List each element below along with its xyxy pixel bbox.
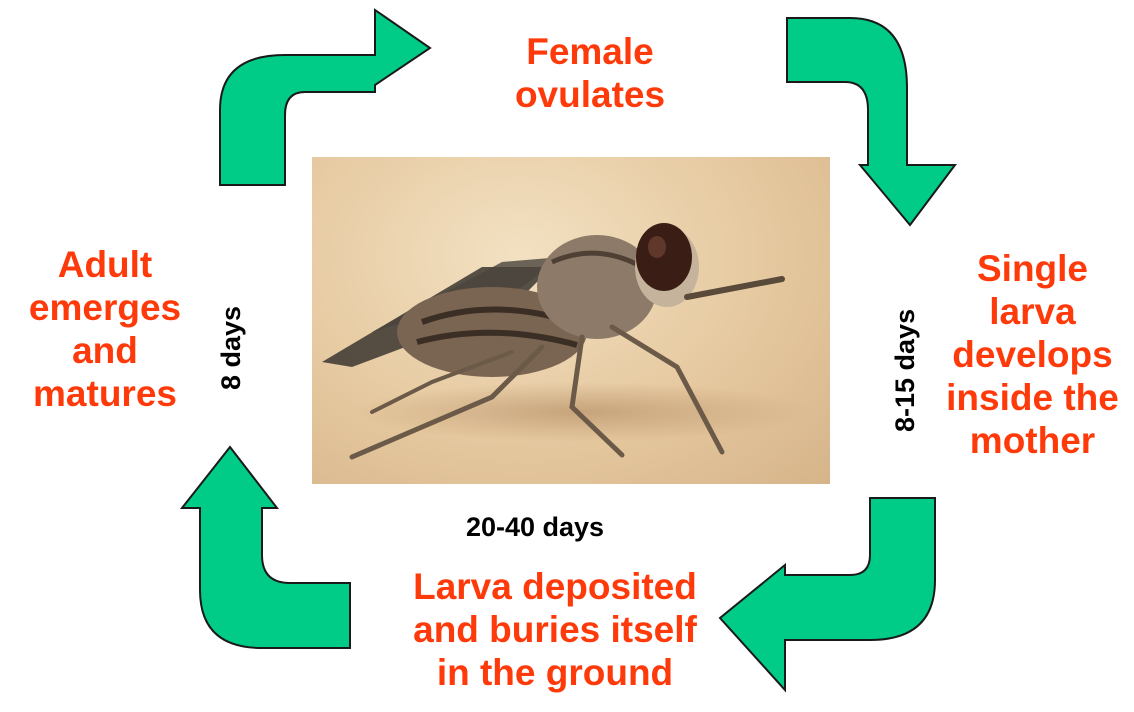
tsetse-fly-photo — [312, 157, 830, 484]
duration-left: 8 days — [216, 306, 246, 390]
stage-label-adult-emerges: Adult emerges and matures — [0, 243, 210, 415]
duration-bottom: 20-40 days — [440, 512, 630, 542]
tsetse-fly-icon — [312, 157, 830, 484]
stage-label-female-ovulates: Female ovulates — [460, 30, 720, 116]
stage-label-single-larva: Single larva develops inside the mother — [925, 247, 1134, 462]
duration-right: 8-15 days — [890, 309, 920, 432]
stage-label-larva-deposited: Larva deposited and buries itself in the… — [355, 565, 755, 694]
